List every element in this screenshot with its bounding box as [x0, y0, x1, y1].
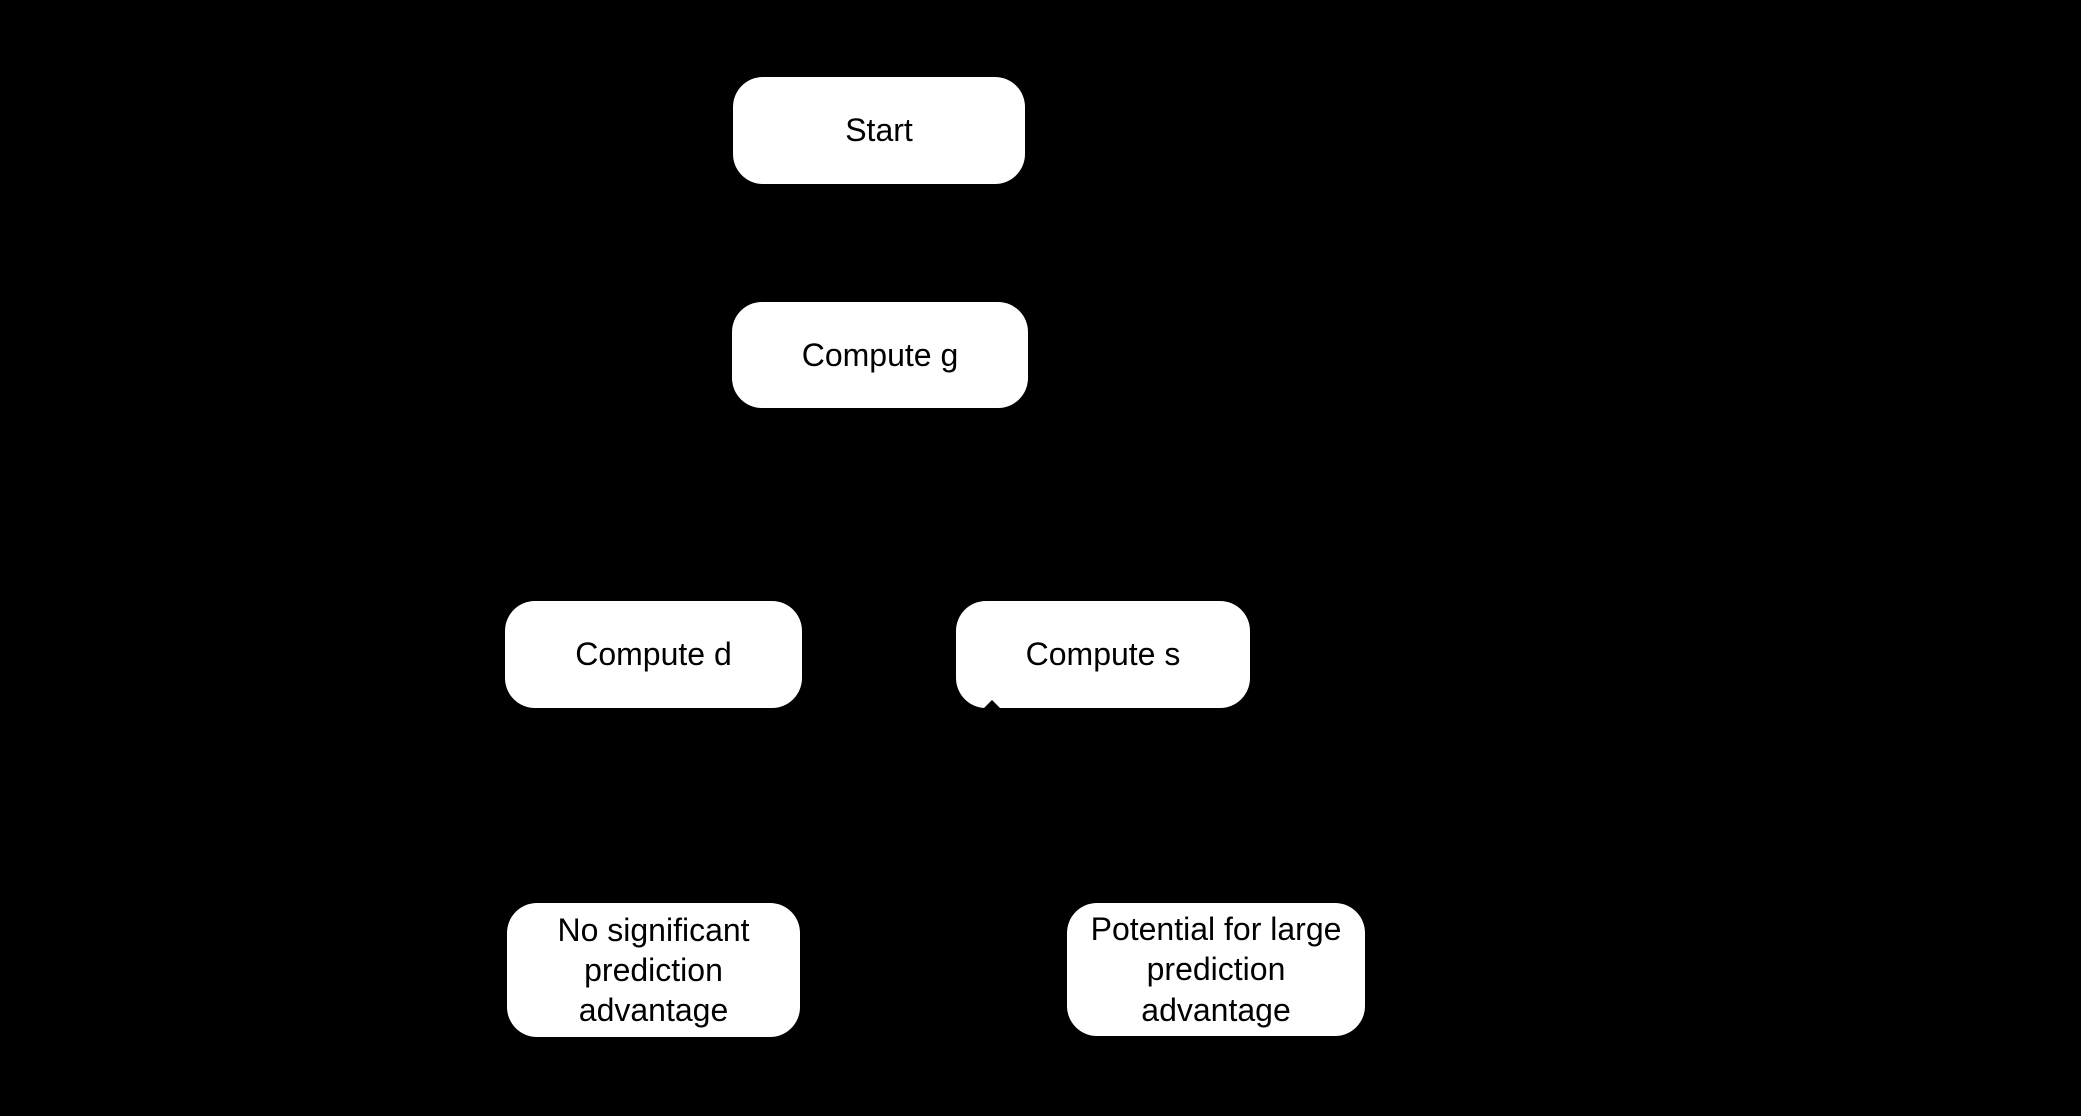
- flowchart-node-compute-s: Compute s: [956, 601, 1250, 709]
- flowchart-node-compute-g: Compute g: [732, 302, 1028, 408]
- flowchart-node-potential-large-advantage: Potential for large prediction advantage: [1067, 903, 1365, 1036]
- hidden-edge-arrowhead-artifact: [983, 700, 1001, 709]
- flowchart-node-compute-d: Compute d: [505, 601, 802, 708]
- node-label-potential-large-advantage: Potential for large prediction advantage: [1090, 911, 1342, 1028]
- node-label-compute-g: Compute g: [801, 336, 959, 373]
- flowchart-node-no-significant-advantage: No significant prediction advantage: [507, 903, 800, 1037]
- node-label-compute-d: Compute d: [575, 636, 732, 673]
- node-label-compute-s: Compute s: [1025, 636, 1181, 673]
- node-label-no-significant-advantage: No significant prediction advantage: [557, 911, 750, 1029]
- flowchart-node-start: Start: [733, 77, 1025, 184]
- node-label-start: Start: [845, 112, 913, 149]
